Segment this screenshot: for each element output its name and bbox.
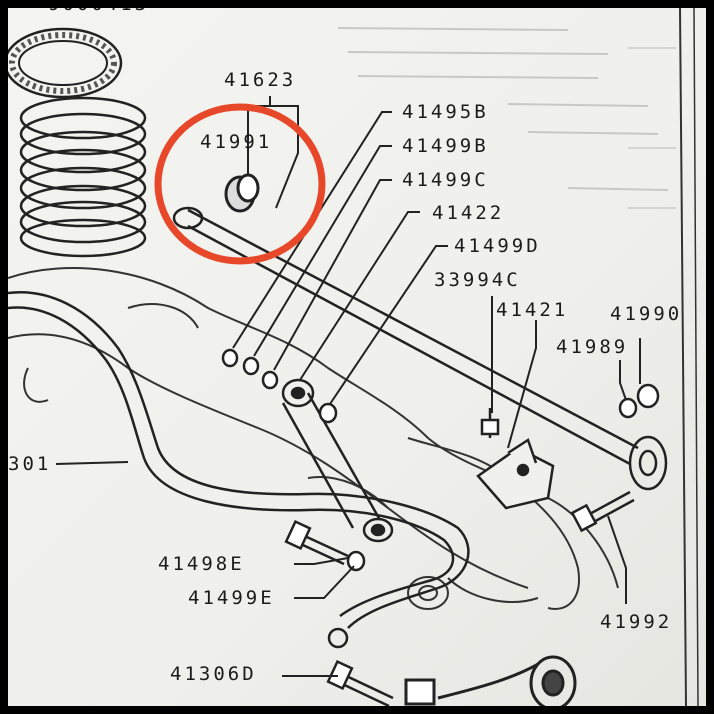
label-41306d: 41306D xyxy=(170,663,257,685)
label-41498e: 41498E xyxy=(158,553,245,575)
label-41990: 41990 xyxy=(610,303,682,325)
bolts-icon xyxy=(284,408,635,706)
parts-table-edge xyxy=(628,8,699,706)
label-33994c: 33994C xyxy=(434,269,521,291)
label-41301: 301 xyxy=(8,453,51,475)
label-41499e: 41499E xyxy=(188,587,275,609)
label-41499d: 41499D xyxy=(454,235,541,257)
bracket-41421-icon xyxy=(476,438,555,510)
highlight-circle xyxy=(154,103,326,265)
label-41421: 41421 xyxy=(496,299,568,321)
label-41499c: 41499C xyxy=(402,169,489,191)
lower-arm-icon xyxy=(404,655,577,706)
label-41495b: 41495B xyxy=(402,101,489,123)
lateral-rod-icon xyxy=(172,206,668,491)
exploded-parts-diagram: 9000413 xyxy=(8,8,706,706)
bushing-41991-icon xyxy=(224,173,260,213)
bleed-through-text xyxy=(337,27,669,191)
spring-seat-icon xyxy=(8,27,123,99)
label-41991: 41991 xyxy=(200,131,272,153)
label-41992: 41992 xyxy=(600,611,672,633)
label-top-fragment: 9000413 xyxy=(48,8,149,15)
label-41499b: 41499B xyxy=(402,135,489,157)
washers-icon xyxy=(221,348,660,572)
parts-diagram-photo: 9000413 xyxy=(8,8,706,706)
stabilizer-bar-icon xyxy=(8,291,470,649)
coil-spring-icon xyxy=(19,96,147,258)
leader-lines xyxy=(55,96,641,677)
label-41989: 41989 xyxy=(556,336,628,358)
label-41422: 41422 xyxy=(432,202,504,224)
label-41623: 41623 xyxy=(224,69,296,91)
